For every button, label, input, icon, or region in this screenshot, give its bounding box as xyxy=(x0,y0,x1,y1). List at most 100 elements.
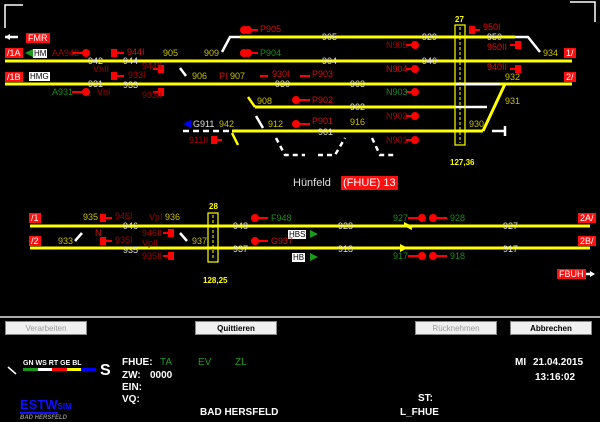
switch-label[interactable]: 930 xyxy=(469,119,485,129)
switch-906-leg xyxy=(179,67,187,77)
switch-label[interactable]: 912 xyxy=(268,119,284,129)
bridge-28 xyxy=(207,212,219,263)
switch-937-leg xyxy=(179,232,188,242)
track-section-label: 905 xyxy=(322,32,338,42)
station-code[interactable]: (FHUE) 13 xyxy=(341,176,398,190)
switch-label[interactable]: 909 xyxy=(204,48,220,58)
track-section-label: 904 xyxy=(322,56,338,66)
st-value: L_FHUE xyxy=(400,407,439,418)
tag-hb: HB xyxy=(292,253,306,262)
switch-label[interactable]: 908 xyxy=(257,96,273,106)
signal-label[interactable]: 911II xyxy=(189,135,209,145)
signal-icon xyxy=(111,72,124,80)
switch-label[interactable]: 906 xyxy=(192,71,208,81)
switch-label[interactable]: 937 xyxy=(192,236,208,246)
signal-label[interactable]: 944II xyxy=(142,61,163,71)
zw-label: ZW: xyxy=(122,370,141,381)
signal-icon xyxy=(251,214,268,222)
signal-label[interactable]: N905 xyxy=(386,40,408,50)
km-label: 127,36 xyxy=(450,158,475,167)
signal-label[interactable]: A931 xyxy=(52,87,74,97)
signal-label[interactable]: P903 xyxy=(312,69,334,79)
switch-label[interactable]: 942 xyxy=(219,119,235,129)
switch-label[interactable]: 935 xyxy=(83,212,99,222)
signal-label[interactable]: PI xyxy=(219,71,228,81)
signal-label[interactable]: 933II xyxy=(142,90,163,100)
time-label: 13:16:02 xyxy=(535,372,576,383)
signal-label[interactable]: 940II xyxy=(487,62,508,72)
switch-label[interactable]: 931 xyxy=(505,96,521,106)
switch-label[interactable]: 916 xyxy=(350,117,366,127)
signal-hbs-icon xyxy=(310,230,318,238)
switch-label[interactable]: 932 xyxy=(505,72,521,82)
acknowledge-button[interactable]: Quittieren xyxy=(195,321,277,335)
zl-indicator: ZL xyxy=(235,357,247,368)
switch-label[interactable]: 905 xyxy=(163,48,179,58)
switch-label[interactable]: 907 xyxy=(230,71,246,81)
cancel-button[interactable]: Abbrechen xyxy=(510,321,592,335)
ev-indicator: EV xyxy=(198,357,212,368)
signal-label[interactable]: 917 xyxy=(393,251,409,261)
legend-gn: GN xyxy=(23,360,34,367)
signal-label[interactable]: 933I xyxy=(128,70,146,80)
signal-label[interactable]: 935I xyxy=(115,235,133,245)
switch-909-leg xyxy=(220,35,240,53)
signal-label[interactable]: 950I xyxy=(483,22,501,32)
signal-label[interactable]: F948 xyxy=(271,213,292,223)
signal-label: VpII xyxy=(142,238,159,248)
signal-icon xyxy=(163,229,174,237)
signal-label[interactable]: 944I xyxy=(127,47,145,57)
signal-label[interactable]: P902 xyxy=(312,95,334,105)
signal-icon xyxy=(100,214,112,222)
legend-rt: RT xyxy=(48,360,59,367)
date-label: 21.04.2015 xyxy=(533,357,584,368)
direction-arrow-icon xyxy=(404,222,412,230)
signal-icon xyxy=(408,214,426,222)
signal-label[interactable]: P901 xyxy=(312,116,334,126)
signal-icon xyxy=(292,96,310,104)
switch-label[interactable]: 936 xyxy=(165,212,181,222)
destination-fbuh[interactable]: FBUH xyxy=(557,269,586,279)
track-label-2r: 2/ xyxy=(564,72,576,82)
day-label: MI xyxy=(515,357,527,368)
track-section-label: 903 xyxy=(350,79,366,89)
track-section-label: 944 xyxy=(123,56,139,66)
signal-icon xyxy=(510,65,521,73)
track-label-2a: 2A/ xyxy=(578,213,596,223)
signal-label[interactable]: N901 xyxy=(386,135,408,145)
signal-icon xyxy=(429,214,447,222)
arrow-left-icon xyxy=(5,34,10,40)
signal-label[interactable]: 930I xyxy=(272,69,290,79)
signal-label[interactable]: G937 xyxy=(271,236,294,246)
signal-label[interactable]: AA942 xyxy=(52,48,80,58)
revoke-button[interactable]: Rücknehmen xyxy=(415,321,497,335)
signal-label[interactable]: 946II xyxy=(142,228,163,238)
zw-value: 0000 xyxy=(150,370,173,381)
signal-label[interactable]: 946I xyxy=(115,211,133,221)
signal-label[interactable]: P904 xyxy=(260,48,282,58)
signal-label[interactable]: N xyxy=(95,228,102,238)
signal-label[interactable]: G911 xyxy=(193,119,215,129)
km-label: 128,25 xyxy=(203,276,228,285)
st-label: ST: xyxy=(418,393,433,404)
switch-label[interactable]: 933 xyxy=(58,236,74,246)
process-button[interactable]: Verarbeiten xyxy=(5,321,87,335)
signal-label: VnII xyxy=(93,64,110,74)
signal-label[interactable]: N903 xyxy=(386,87,408,97)
signal-label[interactable]: 935II xyxy=(142,251,163,261)
signal-label[interactable]: N904 xyxy=(386,64,408,74)
track-section-label: 950 xyxy=(487,32,503,42)
switch-933-leg xyxy=(74,232,83,242)
bridge-label: 27 xyxy=(455,15,464,24)
signal-icon xyxy=(211,136,222,144)
signal-label[interactable]: N902 xyxy=(386,111,408,121)
track-section-label: 929 xyxy=(422,32,438,42)
track-section-label: 937 xyxy=(233,244,249,254)
signal-label[interactable]: P905 xyxy=(260,24,282,34)
signal-label[interactable]: 918 xyxy=(450,251,466,261)
destination-fmr[interactable]: FMR xyxy=(26,33,50,43)
switch-label[interactable]: 934 xyxy=(543,48,559,58)
signal-label[interactable]: 928 xyxy=(450,213,466,223)
signal-label[interactable]: 950II xyxy=(487,42,508,52)
signal-label[interactable]: 927 xyxy=(393,213,409,223)
